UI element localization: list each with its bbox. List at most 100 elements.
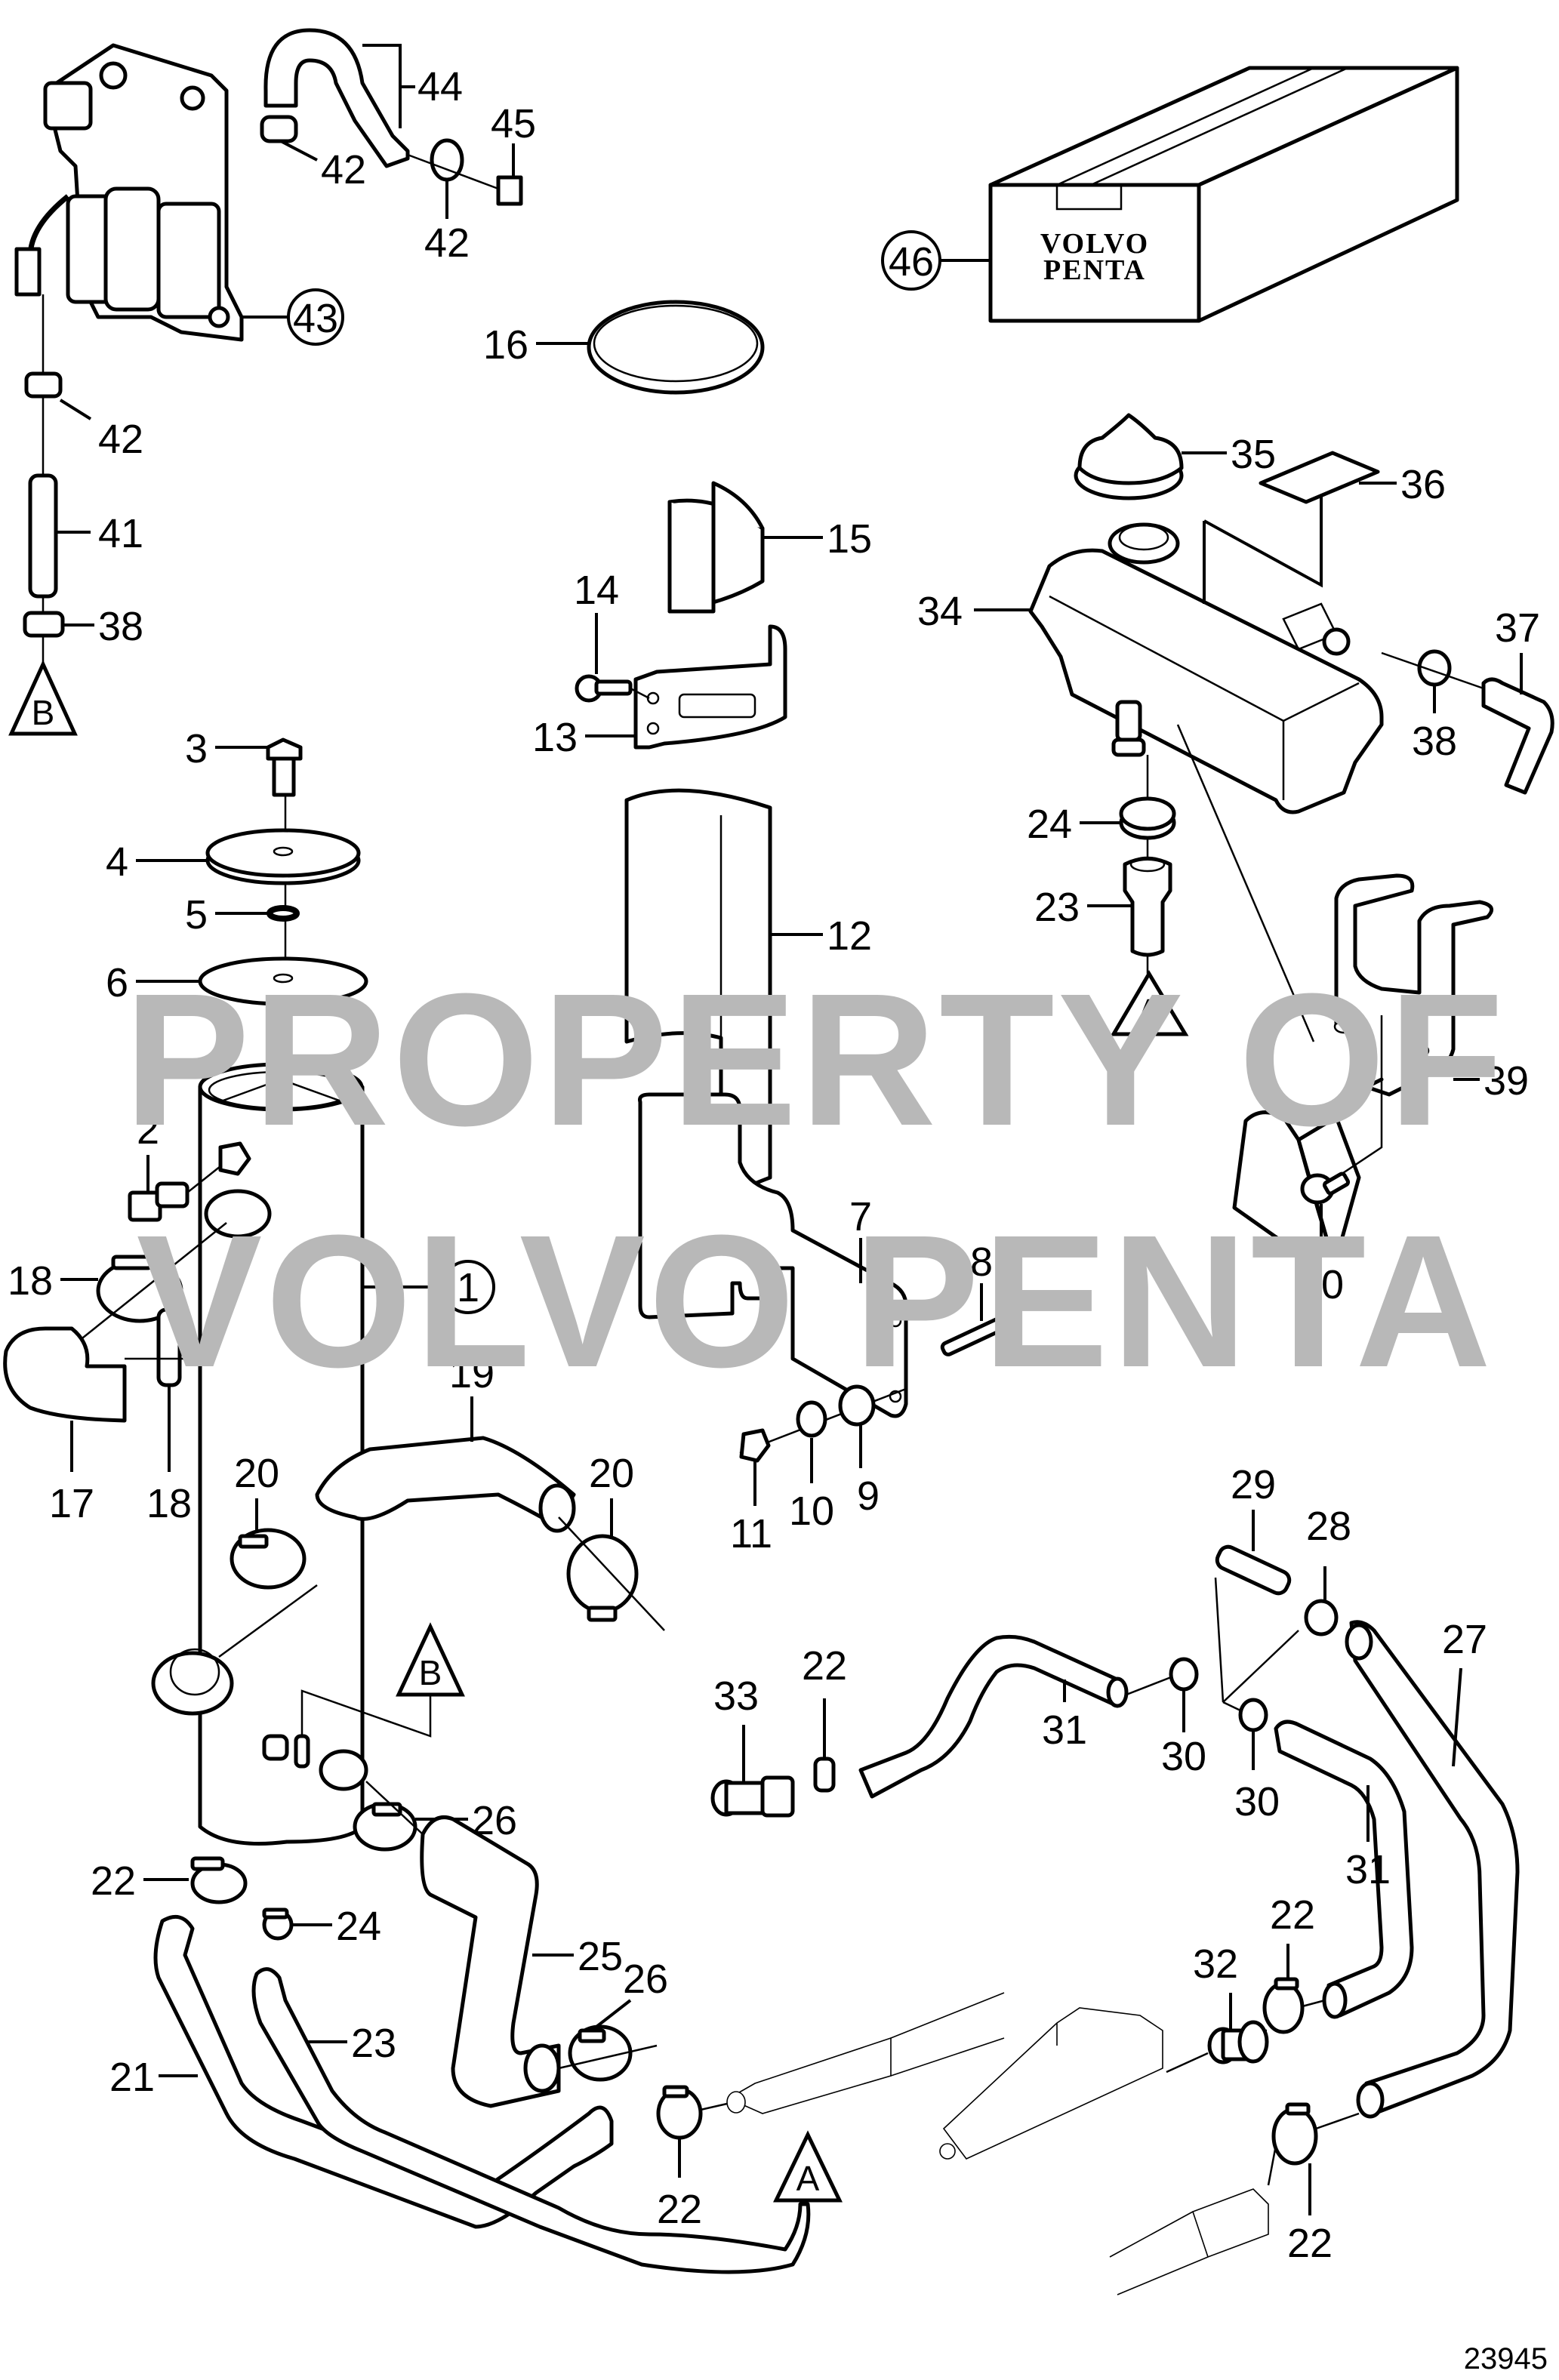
volvo-penta-box: VOLVO PENTA: [988, 66, 1459, 323]
callout-23-b: 23: [1034, 885, 1080, 930]
callout-41: 41: [98, 511, 143, 556]
callout-16: 16: [483, 322, 528, 368]
callout-circle-1: [441, 1260, 495, 1314]
callout-25: 25: [578, 1934, 623, 1979]
connection-marker-A-hose: [773, 2130, 843, 2203]
callout-37: 37: [1495, 605, 1540, 651]
washer-9: [838, 1384, 876, 1427]
callout-22-a: 22: [91, 1858, 136, 1904]
callout-45: 45: [491, 101, 536, 146]
pipe-outlet-26: [319, 1749, 368, 1791]
callout-36: 36: [1400, 462, 1446, 507]
callout-30-a: 30: [1161, 1734, 1206, 1779]
pipe-outlet-stub: [204, 1189, 272, 1239]
watermark-line-2: VOLVO PENTA: [137, 1196, 1495, 1406]
callout-31-a: 31: [1042, 1707, 1087, 1753]
fuel-pump-assembly: [14, 43, 244, 342]
callout-1: 1: [457, 1265, 479, 1310]
watermark-line-1: PROPERTY OF: [124, 954, 1506, 1165]
callout-7: 7: [849, 1194, 872, 1239]
callout-10: 10: [789, 1489, 834, 1534]
callout-35: 35: [1231, 432, 1276, 477]
callout-40: 40: [1299, 1262, 1344, 1307]
callout-13: 13: [532, 715, 578, 760]
callout-18-b: 18: [146, 1481, 192, 1526]
clamp-28: [1304, 1599, 1339, 1636]
callout-circle-43: [287, 288, 344, 346]
manifold-outline-lower: [1109, 2188, 1269, 2295]
box-logo-penta: PENTA: [1043, 254, 1146, 286]
callout-6: 6: [106, 960, 128, 1005]
callout-30-b: 30: [1234, 1779, 1280, 1824]
callout-4: 4: [106, 839, 128, 885]
callout-20-b: 20: [589, 1451, 634, 1496]
hose-25: [420, 1815, 561, 2108]
decal-36: [1259, 451, 1380, 504]
callout-21: 21: [109, 2055, 155, 2100]
fitting-32: [1207, 2020, 1269, 2064]
callout-31-b: 31: [1345, 1847, 1391, 1892]
hose-21: [153, 1914, 614, 2229]
callout-22-e: 22: [1287, 2221, 1333, 2266]
fitting-33: [710, 1775, 795, 1818]
hose-31-b: [1274, 1720, 1414, 2018]
callout-20-a: 20: [234, 1451, 279, 1496]
clamp-30-a: [1169, 1657, 1199, 1692]
plug-2: [128, 1141, 251, 1222]
watermark: PROPERTY OF VOLVO PENTA: [124, 954, 1506, 1406]
callout-22-d: 22: [1270, 1892, 1315, 1938]
callout-38-b: 38: [1412, 719, 1457, 764]
screw-14: [575, 674, 633, 703]
callout-5: 5: [185, 892, 208, 938]
clamp-42-c: [24, 371, 63, 399]
hose-37: [1481, 677, 1554, 795]
hose-23: [251, 1967, 811, 2274]
bolt-3: [266, 737, 303, 797]
callout-44: 44: [417, 64, 463, 109]
clamp-42-b: [430, 138, 464, 182]
callout-12: 12: [827, 913, 872, 959]
callout-43: 43: [293, 296, 338, 341]
clamp-22-d: [1262, 1981, 1305, 2034]
callout-18-a: 18: [8, 1258, 53, 1304]
callout-26-b: 26: [623, 1957, 668, 2002]
drawing-reference-number: 23945: [1464, 2342, 1548, 2375]
callout-19: 19: [449, 1351, 495, 1396]
callout-11: 11: [730, 1511, 772, 1556]
callout-22-c: 22: [802, 1643, 847, 1689]
clamp-20-b: [566, 1534, 639, 1614]
callout-38-a: 38: [98, 604, 143, 649]
screw-40: [1300, 1172, 1351, 1205]
callout-34: 34: [917, 589, 963, 634]
elbow-hose-17: [3, 1326, 127, 1423]
clamp-38-a: [23, 611, 65, 638]
manifold-outline-right: [939, 2007, 1163, 2160]
callout-9: 9: [857, 1473, 880, 1519]
box-logo-volvo: VOLVO: [1040, 228, 1149, 260]
clamp-30-b: [1238, 1698, 1268, 1732]
callout-17: 17: [49, 1481, 94, 1526]
callout-2: 2: [137, 1107, 159, 1153]
callout-42-b: 42: [424, 220, 470, 266]
hose-41: [28, 473, 58, 599]
washer-10: [796, 1400, 827, 1438]
callout-8: 8: [970, 1239, 993, 1285]
band-clamp-16: [587, 300, 765, 395]
callout-39: 39: [1484, 1058, 1529, 1104]
sensor-45: [496, 175, 523, 206]
clamp-22-c: [813, 1757, 836, 1793]
callout-24-b: 24: [1027, 802, 1072, 847]
filler-cap-35: [1074, 413, 1184, 500]
callout-42-a: 42: [321, 147, 366, 192]
bracket-7: [638, 1092, 908, 1418]
callout-42-c: 42: [98, 417, 143, 462]
expansion-tank-34: [1028, 522, 1384, 814]
callout-22-b: 22: [657, 2187, 702, 2232]
hose-44: [263, 28, 410, 168]
stud-8: [940, 1313, 1015, 1356]
marker-B-pump-label: B: [32, 693, 55, 732]
clamp-42-a: [260, 115, 298, 143]
callout-28: 28: [1306, 1504, 1351, 1549]
marker-A-hose-label: A: [796, 2159, 820, 2198]
